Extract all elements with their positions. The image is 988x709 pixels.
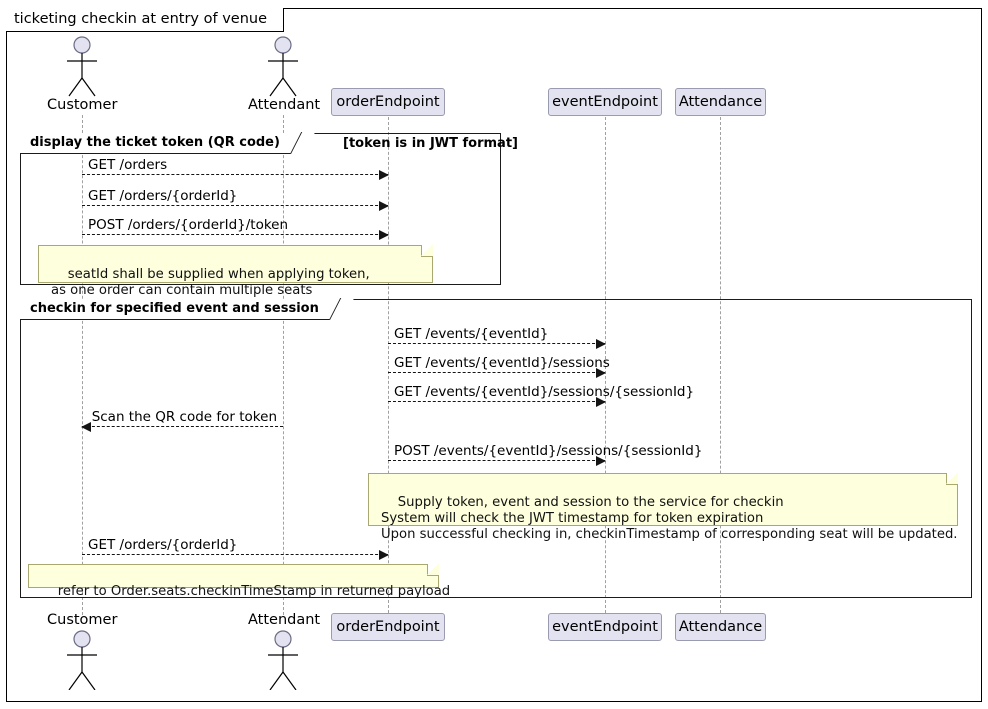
lifeline-customer <box>82 115 83 615</box>
message-label: GET /events/{eventId}/sessions <box>394 355 610 371</box>
message-line <box>82 205 388 206</box>
group-checkin-frame <box>20 299 972 598</box>
message-label: GET /orders <box>88 157 168 173</box>
message-label: Scan the QR code for token <box>91 409 277 425</box>
note-supply-token: Supply token, event and session to the s… <box>368 472 958 542</box>
message-line <box>388 343 605 344</box>
participant-orderendpoint-top[interactable]: orderEndpoint <box>331 88 445 116</box>
actor-stick-figure-icon <box>268 630 298 690</box>
diagram-title-tab: ticketing checkin at entry of venue <box>6 8 284 32</box>
arrowhead-right-icon <box>379 170 389 180</box>
arrowhead-right-icon <box>596 339 606 349</box>
actor-stick-figure-icon <box>67 36 97 97</box>
actor-stick-figure-icon <box>67 630 97 690</box>
participant-attendant-top[interactable]: Attendant <box>248 36 321 113</box>
actor-stick-figure-icon <box>268 36 298 97</box>
message-line <box>82 174 388 175</box>
group-checkin-tab: checkin for specified event and session <box>20 299 342 320</box>
participant-eventendpoint-bottom[interactable]: eventEndpoint <box>548 613 662 641</box>
message-line <box>82 426 283 427</box>
participant-customer-top[interactable]: Customer <box>47 36 117 113</box>
message-label: GET /events/{eventId} <box>394 326 549 342</box>
participant-eventendpoint-top[interactable]: eventEndpoint <box>548 88 662 116</box>
note-refer-payload-text: refer to Order.seats.checkinTimeStamp in… <box>57 584 451 599</box>
message-get-event: GET /events/{eventId} <box>388 324 606 349</box>
lifeline-orderendpoint <box>388 117 389 613</box>
arrowhead-right-icon <box>596 397 606 407</box>
message-scan-qr: Scan the QR code for token <box>81 407 283 432</box>
group-display-token-tab: display the ticket token (QR code) <box>20 133 303 154</box>
note-fold-corner-icon <box>427 563 439 576</box>
diagram-title: ticketing checkin at entry of venue <box>14 11 267 27</box>
message-line <box>388 401 605 402</box>
participant-label-attendant-top: Attendant <box>248 97 321 113</box>
message-label: GET /orders/{orderId} <box>88 188 238 204</box>
message-get-order-by-id: GET /orders/{orderId} <box>82 186 389 211</box>
message-line <box>82 554 388 555</box>
group-display-token-label: display the ticket token (QR code) <box>30 135 280 150</box>
message-get-order-by-id-2: GET /orders/{orderId} <box>82 535 389 560</box>
note-fold-corner-icon <box>421 244 433 257</box>
lifeline-attendance <box>720 117 721 613</box>
message-label: GET /events/{eventId}/sessions/{sessionI… <box>394 384 695 400</box>
message-get-event-sessions: GET /events/{eventId}/sessions <box>388 353 610 378</box>
message-label: POST /events/{eventId}/sessions/{session… <box>394 443 703 459</box>
message-line <box>82 234 388 235</box>
arrowhead-right-icon <box>379 550 389 560</box>
message-post-order-token: POST /orders/{orderId}/token <box>82 215 389 240</box>
participant-label-customer-bottom: Customer <box>47 612 118 628</box>
message-post-event-session: POST /events/{eventId}/sessions/{session… <box>388 441 702 466</box>
group-display-token-condition: [token is in JWT format] <box>343 136 518 151</box>
message-get-event-session-by-id: GET /events/{eventId}/sessions/{sessionI… <box>388 382 694 407</box>
note-seatid-text: seatId shall be supplied when applying t… <box>51 267 370 298</box>
lifeline-attendant <box>283 115 284 615</box>
message-label: POST /orders/{orderId}/token <box>88 217 289 233</box>
arrowhead-left-icon <box>81 422 91 432</box>
note-refer-payload: refer to Order.seats.checkinTimeStamp in… <box>28 563 450 599</box>
arrowhead-right-icon <box>596 368 606 378</box>
participant-customer-bottom[interactable]: Customer <box>47 612 117 690</box>
participant-attendance-top[interactable]: Attendance <box>675 88 766 116</box>
diagram-outer-frame <box>6 8 982 702</box>
lifeline-eventendpoint <box>605 117 606 613</box>
note-seatid: seatId shall be supplied when applying t… <box>38 244 433 298</box>
arrowhead-right-icon <box>379 230 389 240</box>
participant-label-attendant-bottom: Attendant <box>248 612 321 628</box>
participant-orderendpoint-bottom[interactable]: orderEndpoint <box>331 613 445 641</box>
group-checkin-label: checkin for specified event and session <box>30 301 319 316</box>
participant-label-customer-top: Customer <box>47 97 118 113</box>
arrowhead-right-icon <box>379 201 389 211</box>
message-label: GET /orders/{orderId} <box>88 537 238 553</box>
message-line <box>388 460 605 461</box>
participant-attendant-bottom[interactable]: Attendant <box>248 612 321 690</box>
arrowhead-right-icon <box>596 456 606 466</box>
participant-attendance-bottom[interactable]: Attendance <box>675 613 766 641</box>
note-fold-corner-icon <box>946 472 958 485</box>
note-supply-token-text: Supply token, event and session to the s… <box>381 495 958 542</box>
message-get-orders: GET /orders <box>82 155 389 180</box>
message-line <box>388 372 605 373</box>
